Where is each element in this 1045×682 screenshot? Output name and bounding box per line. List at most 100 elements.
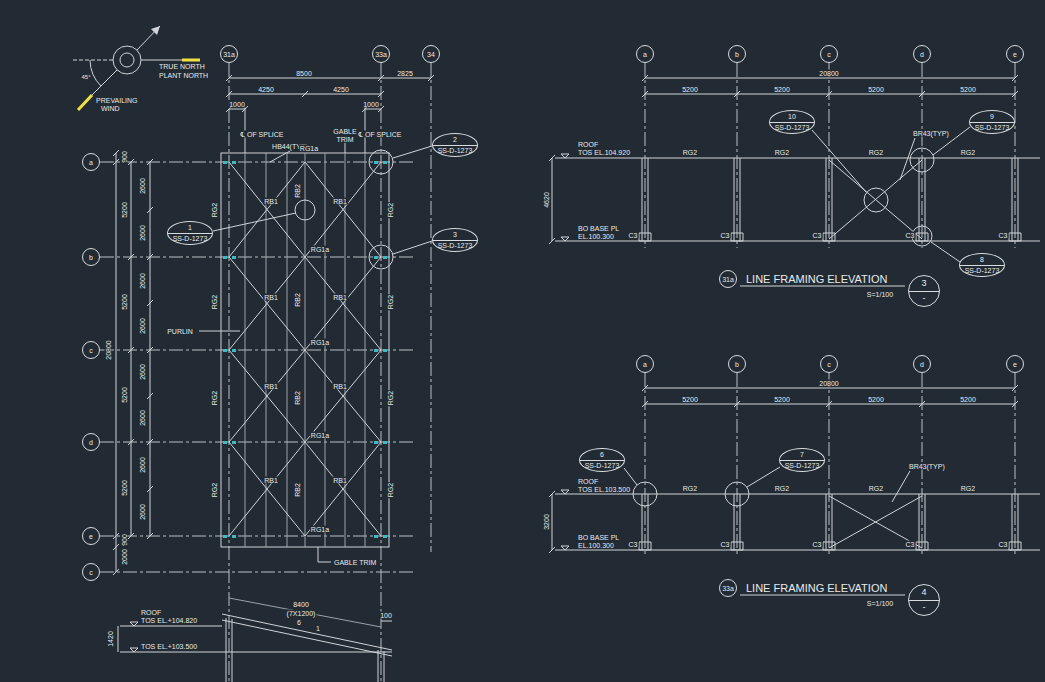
callout-divider (580, 460, 625, 461)
drawing-reference: - (923, 603, 926, 612)
annotation-text: C3 (628, 541, 639, 548)
annotation-text: RG2 (211, 390, 218, 406)
grid-bubble: d (913, 355, 931, 373)
grid-bubble: c (820, 355, 838, 373)
drawing-reference: - (923, 294, 926, 303)
annotation-text: RG2 (211, 482, 218, 498)
annotation-text: RG2 (774, 485, 790, 492)
dimension-text: 5200 (121, 293, 128, 311)
annotation-text: C3 (905, 541, 916, 548)
drawing-reference: SS-D-1273 (438, 242, 473, 249)
callout-divider (909, 291, 939, 292)
grid-label: e (1013, 361, 1017, 368)
grid-bubble: b (728, 45, 746, 63)
annotation-text: TRUE NORTH (158, 63, 206, 70)
dimension-text: 2825 (396, 70, 414, 77)
annotation-text: C3 (720, 232, 731, 239)
dimension-text: 5200 (773, 396, 791, 403)
dimension-text: 1000 (228, 101, 246, 108)
dimension-text: 2600 (139, 317, 146, 335)
dimension-text: 5200 (121, 479, 128, 497)
annotation-text: RG2 (682, 485, 698, 492)
dimension-text: 5200 (121, 201, 128, 219)
grid-bubble: a (636, 45, 654, 63)
detail-callout: 7SS-D-1273 (779, 448, 826, 472)
grid-bubble: 33a (372, 45, 390, 63)
grid-label: b (89, 254, 93, 261)
drawing-reference: SS-D-1273 (965, 267, 1000, 274)
annotation-text: RB1 (332, 198, 348, 205)
dimension-text: 5200 (681, 396, 699, 403)
annotation-text: RG1a (310, 526, 330, 533)
annotation-text: S=1/100 (866, 291, 894, 298)
grid-label: d (89, 439, 93, 446)
annotation-text: C3 (998, 232, 1009, 239)
dimension-text: 2600 (139, 177, 146, 195)
grid-bubble: e (1006, 45, 1024, 63)
annotation-text: LINE FRAMING ELEVATION (745, 274, 888, 285)
grid-label: e (1013, 51, 1017, 58)
dimension-text: 1420 (107, 630, 114, 648)
annotation-text: C3 (998, 541, 1009, 548)
dimension-text: 2600 (139, 456, 146, 474)
grid-label: a (643, 51, 647, 58)
callout-divider (770, 122, 815, 123)
grid-label: 33a (722, 585, 734, 592)
grid-bubble: 34 (422, 45, 440, 63)
annotation-text: GABLE TRIM (333, 559, 377, 566)
callout-number: 8 (980, 256, 984, 263)
annotation-text: RG2 (960, 149, 976, 156)
grid-label: a (89, 159, 93, 166)
drawing-reference: SS-D-1273 (775, 124, 810, 131)
dimension-text: 5200 (867, 396, 885, 403)
annotation-text: RB1 (263, 383, 279, 390)
annotation-text: RB2 (294, 292, 301, 308)
callout-number: 9 (990, 113, 994, 120)
callout-divider (433, 240, 478, 241)
dimension-text: 2600 (139, 409, 146, 427)
annotation-text: RG1a (310, 339, 330, 346)
annotation-text: RG1a (299, 145, 319, 152)
grid-bubble: 31a (719, 270, 737, 288)
annotation-text: TRIM (335, 136, 354, 143)
annotation-text: RG1a (310, 246, 330, 253)
grid-label: 34 (427, 51, 435, 58)
grid-bubble: c (82, 563, 100, 581)
annotation-text: RG2 (774, 149, 790, 156)
annotation-text: BR43(TYP) (912, 130, 950, 137)
callout-number: 4 (921, 588, 926, 597)
dimension-text: 6 (296, 619, 302, 626)
detail-callout: 2SS-D-1273 (432, 133, 479, 157)
dimension-text: 2000 (121, 548, 128, 566)
annotation-text: C3 (812, 232, 823, 239)
grid-bubble: 31a (220, 45, 238, 63)
annotation-text: RG2 (211, 294, 218, 310)
annotation-text: WIND (100, 105, 121, 112)
drawing-reference: SS-D-1273 (585, 462, 620, 469)
annotation-text: BR43(TYP) (908, 463, 946, 470)
annotation-text: ROOF (577, 141, 599, 148)
annotation-text: LINE FRAMING ELEVATION (745, 583, 888, 594)
dimension-text: 8500 (295, 70, 313, 77)
dimension-text: 20800 (818, 380, 839, 387)
callout-divider (168, 233, 213, 234)
callout-divider (780, 460, 825, 461)
annotation-text: RG2 (387, 390, 394, 406)
annotation-text: C3 (720, 541, 731, 548)
dimension-text: 5200 (959, 396, 977, 403)
grid-bubble: c (82, 341, 100, 359)
dimension-text: 5200 (121, 386, 128, 404)
annotation-text: BO BASE PL (577, 225, 620, 232)
annotation-text: RB1 (263, 477, 279, 484)
dimension-text: 900 (121, 533, 128, 547)
annotation-text: PURLIN (166, 328, 194, 335)
grid-bubble: a (82, 153, 100, 171)
annotation-text: ℄ OF SPLICE (239, 131, 284, 138)
callout-divider (970, 122, 1015, 123)
grid-label: b (735, 51, 739, 58)
grid-label: b (735, 361, 739, 368)
grid-label: a (643, 361, 647, 368)
drawing-reference: SS-D-1273 (438, 147, 473, 154)
annotation-text: RB1 (263, 198, 279, 205)
